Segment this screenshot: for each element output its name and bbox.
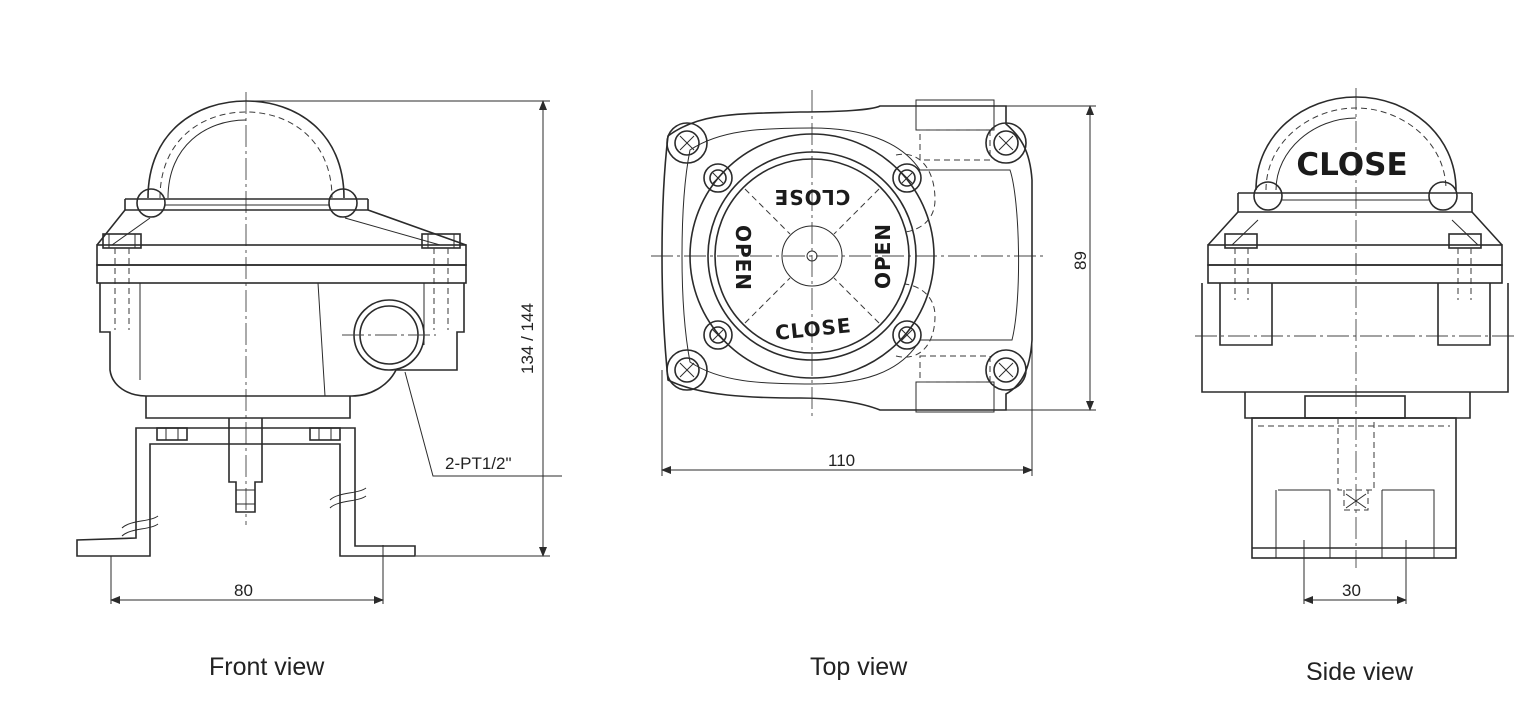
top-height-dimension: 89 — [1071, 251, 1090, 270]
top-view-caption: Top view — [810, 653, 908, 681]
side-view-caption: Side view — [1306, 658, 1414, 686]
side-view — [1195, 88, 1515, 604]
corner-screws — [666, 122, 1027, 391]
front-view — [76, 92, 562, 604]
top-view — [651, 90, 1096, 476]
indicator-open-left: OPEN — [731, 225, 755, 291]
side-indicator-label: CLOSE — [1296, 147, 1407, 183]
front-view-caption: Front view — [209, 653, 325, 681]
indicator-open-right: OPEN — [871, 223, 895, 289]
top-width-dimension: 110 — [828, 451, 855, 470]
side-width-dimension: 30 — [1342, 581, 1361, 600]
front-height-dimension: 134 / 144 — [518, 303, 537, 374]
port-spec-label: 2-PT1/2" — [445, 454, 512, 473]
indicator-close-bottom: CLOSE — [774, 313, 853, 345]
indicator-close-top: CLOSE — [774, 185, 851, 209]
front-width-dimension: 80 — [234, 581, 253, 600]
